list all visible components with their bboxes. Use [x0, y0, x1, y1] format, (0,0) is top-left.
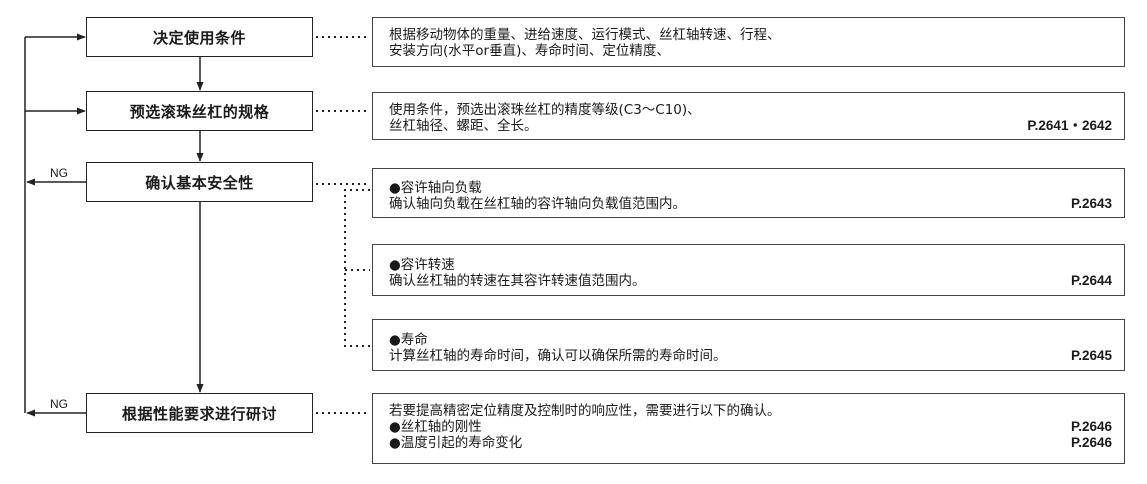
- note-title: ●容许转速: [389, 257, 455, 273]
- note-text: 安装方向(水平or垂直)、寿命时间、定位精度、: [389, 43, 670, 59]
- page-reference: P.2641・2642: [1027, 118, 1112, 133]
- note-text: 确认丝杠轴的转速在其容许转速值范围内。: [389, 273, 646, 289]
- page-reference: P.2645: [1070, 348, 1112, 363]
- step-label: 根据性能要求进行研讨: [121, 404, 277, 423]
- note-text: 确认轴向负载在丝杠轴的容许轴向负载值范围内。: [389, 196, 686, 212]
- step-preselect-spec: 预选滚珠丝杠的规格: [86, 91, 313, 131]
- note-item: ●温度引起的寿命变化: [389, 435, 523, 451]
- note-text: 丝杠轴径、螺距、全长。: [389, 118, 538, 134]
- page-reference: P.2643: [1070, 196, 1112, 211]
- note-allowable-speed: ●容许转速 确认丝杠轴的转速在其容许转速值范围内。 P.2644: [372, 244, 1125, 296]
- page-reference: P.2646: [1070, 419, 1112, 434]
- step-label: 确认基本安全性: [145, 173, 254, 192]
- page-reference: P.2644: [1070, 273, 1112, 288]
- note-text: 若要提高精密定位精度及控制时的响应性，需要进行以下的确认。: [389, 403, 781, 419]
- note-life: ●寿命 计算丝杠轴的寿命时间，确认可以确保所需的寿命时间。 P.2645: [372, 319, 1125, 371]
- step-confirm-safety: 确认基本安全性: [86, 162, 313, 202]
- dotted-connector-branch: [344, 189, 370, 347]
- note-text: 计算丝杠轴的寿命时间，确认可以确保所需的寿命时间。: [389, 348, 727, 364]
- note-performance: 若要提高精密定位精度及控制时的响应性，需要进行以下的确认。 ●丝杠轴的刚性 P.2…: [372, 393, 1125, 464]
- note-title: ●容许轴向负载: [389, 180, 482, 196]
- step-determine-conditions: 决定使用条件: [86, 17, 313, 57]
- note-text: 使用条件，预选出滚珠丝杠的精度等级(C3～C10)、: [389, 102, 701, 118]
- note-conditions: 根据移动物体的重量、进给速度、运行模式、丝杠轴转速、行程、 安装方向(水平or垂…: [372, 17, 1125, 67]
- note-axial-load: ●容许轴向负载 确认轴向负载在丝杠轴的容许轴向负载值范围内。 P.2643: [372, 168, 1125, 218]
- page-reference: P.2646: [1070, 435, 1112, 450]
- step-performance-review: 根据性能要求进行研讨: [86, 393, 313, 433]
- step-label: 决定使用条件: [152, 28, 246, 47]
- step-label: 预选滚珠丝杠的规格: [129, 102, 270, 121]
- ng-label: NG: [50, 166, 68, 180]
- note-text: 根据移动物体的重量、进给速度、运行模式、丝杠轴转速、行程、: [389, 27, 781, 43]
- note-preselect: 使用条件，预选出滚珠丝杠的精度等级(C3～C10)、 丝杠轴径、螺距、全长。 P.…: [372, 92, 1125, 140]
- note-item: ●丝杠轴的刚性: [389, 419, 482, 435]
- note-title: ●寿命: [389, 332, 428, 348]
- ng-label: NG: [50, 397, 68, 411]
